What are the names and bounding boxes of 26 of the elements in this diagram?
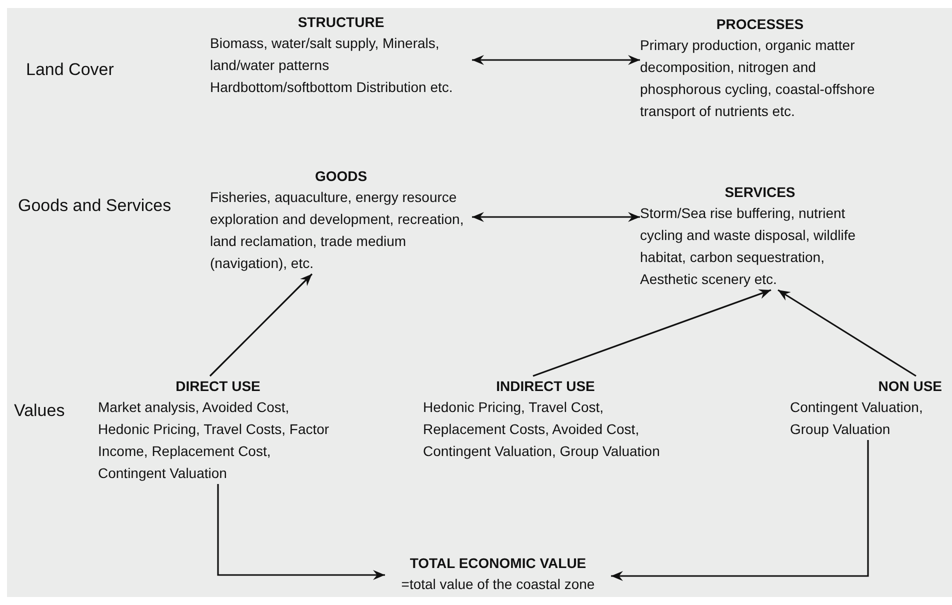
description: Hedonic Pricing, Travel Cost, Replacement Costs, Avoided Cost, Contingent Valuation, Group Valuation <box>423 398 661 461</box>
heading: GOODS <box>314 167 368 186</box>
description: Storm/Sea rise buffering, nutrient cycling and waste disposal, wildlife habitat, carbon sequestration, Aesthetic scenery etc. <box>640 204 857 289</box>
heading: SERVICES <box>724 183 796 202</box>
description: Market analysis, Avoided Cost, Hedonic Pricing, Travel Costs, Factor Income, Replacement Cost, Contingent Valuation <box>98 398 330 483</box>
arrow <box>532 289 772 377</box>
heading: TOTAL ECONOMIC VALUE <box>408 554 588 573</box>
arrow <box>472 55 640 65</box>
subtitle: =total value of the coastal zone <box>400 575 596 594</box>
arrow <box>209 273 313 377</box>
heading: PROCESSES <box>715 15 805 34</box>
arrow <box>778 289 916 377</box>
arrow <box>611 440 869 581</box>
heading: STRUCTURE <box>296 13 386 32</box>
heading: DIRECT USE <box>174 377 262 396</box>
description: Biomass, water/salt supply, Minerals, land/water patterns Hardbottom/softbottom Distribution etc. <box>210 34 454 97</box>
description: Primary production, organic matter decomposition, nitrogen and phosphorous cycling, coastal-offshore transport of nutrients etc. <box>640 36 876 121</box>
description: Contingent Valuation, Group Valuation <box>790 398 924 439</box>
row-label: Land Cover <box>26 60 114 80</box>
heading: INDIRECT USE <box>495 377 596 396</box>
heading: NON USE <box>877 377 942 396</box>
arrow <box>217 484 385 580</box>
row-label: Goods and Services <box>18 196 172 216</box>
arrow <box>472 212 640 222</box>
description: Fisheries, aquaculture, energy resource exploration and development, recreation, land reclamation, trade medium (navigation), etc. <box>210 188 465 273</box>
row-label: Values <box>14 401 65 421</box>
